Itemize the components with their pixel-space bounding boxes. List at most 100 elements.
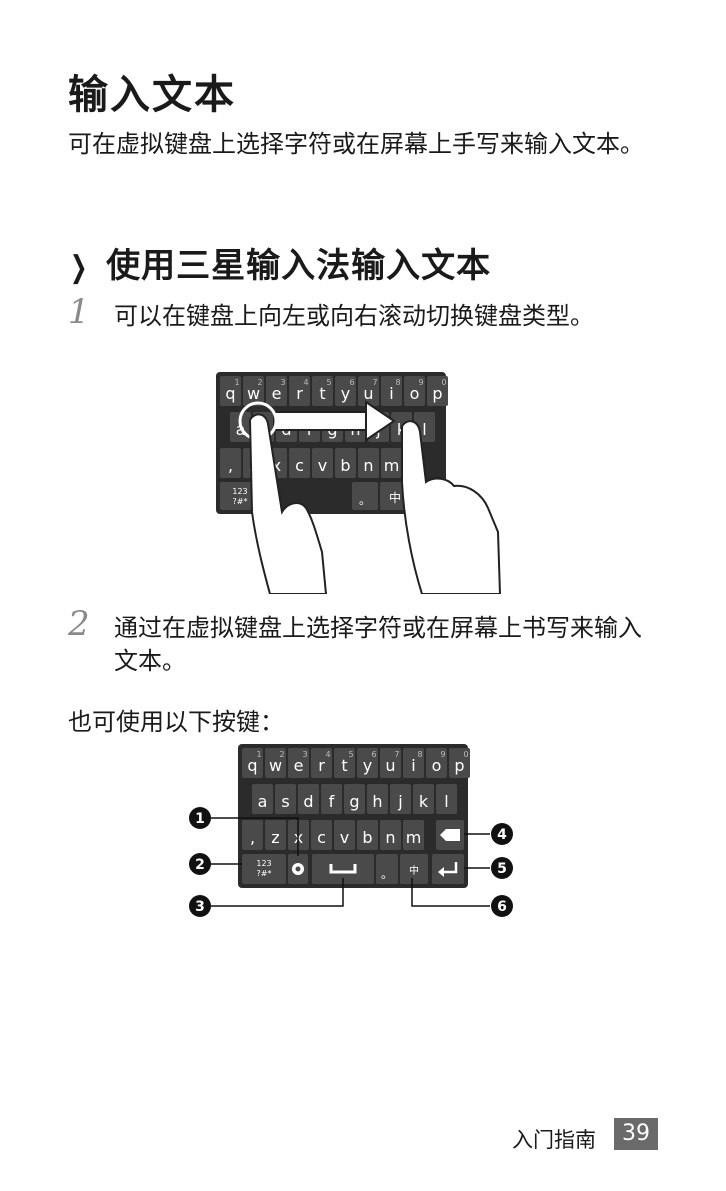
key-digit: 4 [303, 378, 308, 387]
key [381, 376, 402, 406]
key [243, 376, 264, 406]
key [220, 376, 241, 406]
key-digit: 7 [394, 750, 399, 759]
key-digit: 3 [302, 750, 307, 759]
key [265, 748, 286, 778]
key-label: c [295, 456, 304, 475]
key [242, 820, 263, 850]
keyboard-bg [238, 744, 468, 888]
key-label: w [247, 384, 260, 403]
key-label: t [319, 384, 325, 403]
step-text: 可以在键盘上向左或向右滚动切换键盘类型。 [114, 302, 594, 330]
key-label: q [225, 384, 235, 403]
key-label: v [340, 828, 349, 847]
key-label: k [419, 792, 429, 811]
key-label: , [250, 828, 255, 847]
key [367, 784, 388, 814]
key-label: i [411, 756, 415, 775]
chevron-right-icon: ❯ [69, 250, 89, 285]
key-label: , [228, 456, 233, 475]
key [334, 748, 355, 778]
key-digit: 1 [256, 750, 261, 759]
keyboard-row-4: 123 ?#* 。 中 [242, 854, 464, 884]
key [449, 748, 470, 778]
key [344, 784, 365, 814]
intro-paragraph: 可在虚拟键盘上选择字符或在屏幕上手写来输入文本。 [68, 130, 644, 158]
key-label: l [444, 792, 448, 811]
callout-lines [206, 817, 490, 907]
key-label: c [317, 828, 326, 847]
step-2: 2 通过在虚拟键盘上选择字符或在屏幕上书写来输入文本。 [68, 607, 654, 678]
callout-markers: 1 2 3 4 5 6 [189, 807, 513, 917]
key [220, 448, 241, 478]
svg-text:123: 123 [232, 487, 247, 496]
key [357, 748, 378, 778]
period-key-label: 。 [381, 867, 393, 881]
key-label: r [318, 756, 325, 775]
callout-6: 6 [497, 899, 507, 915]
key [413, 784, 434, 814]
key [426, 748, 447, 778]
callout-4: 4 [497, 827, 507, 843]
step-text: 通过在虚拟键盘上选择字符或在屏幕上书写来输入文本。 [114, 614, 642, 675]
svg-text:?#*: ?#* [257, 869, 272, 878]
lang-key-label: 中 [389, 490, 401, 505]
key-digit: 9 [418, 378, 423, 387]
key-digit: 4 [325, 750, 330, 759]
key [289, 448, 310, 478]
key [275, 784, 296, 814]
key-label: u [385, 756, 395, 775]
enter-icon [438, 862, 458, 877]
callout-2: 2 [195, 857, 205, 873]
key-digit: 2 [257, 378, 262, 387]
key-label: d [303, 792, 313, 811]
page-title: 输入文本 [68, 72, 236, 118]
key-label: q [247, 756, 257, 775]
key-label: y [341, 384, 350, 403]
key-digit: 6 [371, 750, 376, 759]
key [321, 784, 342, 814]
footer-section: 入门指南 [512, 1128, 596, 1152]
key-label: h [372, 792, 382, 811]
svg-text:123: 123 [256, 859, 271, 868]
step-number: 1 [68, 292, 90, 332]
key-label: e [272, 384, 282, 403]
callout-1: 1 [195, 811, 205, 827]
key-label: m [384, 456, 400, 475]
step-number: 2 [68, 604, 90, 644]
key-digit: 7 [372, 378, 377, 387]
key-label: n [385, 828, 395, 847]
step-1: 1 可以在键盘上向左或向右滚动切换键盘类型。 [68, 295, 634, 333]
key-label: m [406, 828, 422, 847]
key-digit: 9 [440, 750, 445, 759]
key [266, 376, 287, 406]
key [334, 820, 355, 850]
key-digit: 6 [349, 378, 354, 387]
key-label: l [422, 420, 426, 439]
key [380, 820, 401, 850]
key-digit: 3 [280, 378, 285, 387]
key [380, 748, 401, 778]
key-label: x [272, 456, 281, 475]
key-digit: 8 [417, 750, 422, 759]
key [288, 748, 309, 778]
key [289, 376, 310, 406]
key-label: w [269, 756, 282, 775]
key [335, 376, 356, 406]
key [265, 820, 286, 850]
key-label: p [454, 756, 464, 775]
key-label: a [258, 792, 268, 811]
key-label: s [281, 792, 289, 811]
key [403, 820, 424, 850]
key [403, 748, 424, 778]
section-title: ❯使用三星输入法输入文本 [66, 238, 491, 287]
key [252, 784, 273, 814]
key [436, 784, 457, 814]
key-label: p [432, 384, 442, 403]
key [311, 820, 332, 850]
